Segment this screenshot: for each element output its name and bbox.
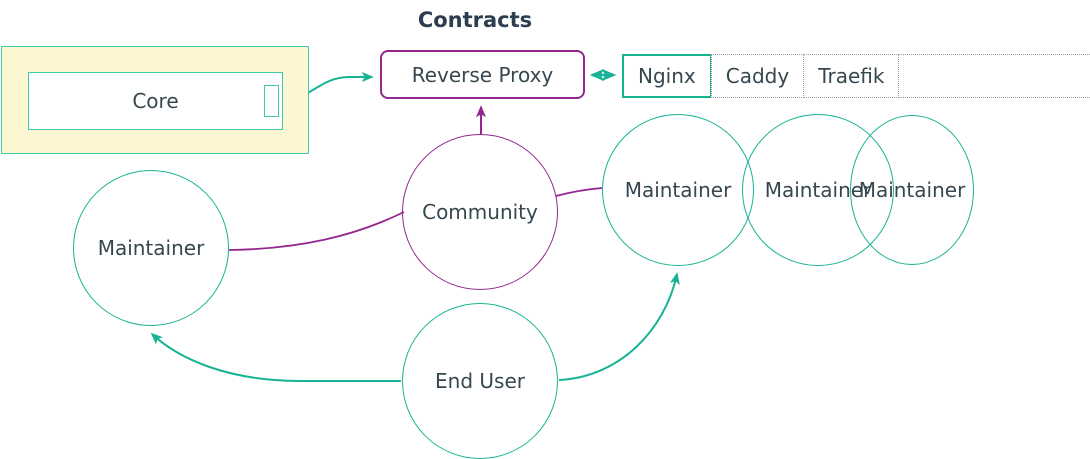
actor-end-user[interactable]: End User	[402, 303, 558, 459]
actor-maintainer-right-1[interactable]: Maintainer	[602, 114, 754, 266]
impl-cell-traefik-label: Traefik	[818, 64, 885, 88]
actor-maintainer-left-label: Maintainer	[97, 236, 205, 260]
core-node[interactable]: Core	[28, 72, 283, 130]
impl-cell-nginx-label: Nginx	[638, 64, 696, 88]
impl-cell-nginx[interactable]: Nginx	[622, 54, 712, 98]
edge-enduser-to-maintainer-right	[558, 272, 680, 381]
actor-maintainer-right-1-label: Maintainer	[624, 178, 732, 202]
actor-community[interactable]: Community	[402, 134, 558, 290]
actor-maintainer-right-2[interactable]: Maintainer	[742, 114, 894, 266]
impl-cell-traefik[interactable]: Traefik	[803, 54, 900, 98]
page-title: Contracts	[417, 8, 533, 32]
impl-cell-caddy-label: Caddy	[725, 64, 790, 88]
actor-maintainer-left[interactable]: Maintainer	[73, 170, 229, 326]
impl-cell-empty[interactable]	[898, 54, 1090, 98]
reverse-proxy-label: Reverse Proxy	[411, 62, 554, 87]
edge-community-maintainer-right	[555, 187, 603, 197]
impl-cell-caddy[interactable]: Caddy	[710, 54, 805, 98]
edge-maintainer-left-community	[228, 211, 405, 251]
core-port-handle[interactable]	[264, 85, 279, 117]
core-node-label: Core	[132, 89, 179, 113]
actor-maintainer-right-2-label: Maintainer	[764, 178, 872, 202]
implementation-row: Nginx Caddy Traefik	[622, 54, 1090, 98]
reverse-proxy-node[interactable]: Reverse Proxy	[380, 50, 585, 99]
edge-enduser-to-maintainer-left	[150, 332, 401, 382]
actor-community-label: Community	[422, 200, 538, 224]
core-group-container: Core	[1, 46, 309, 154]
actor-end-user-label: End User	[435, 369, 525, 393]
